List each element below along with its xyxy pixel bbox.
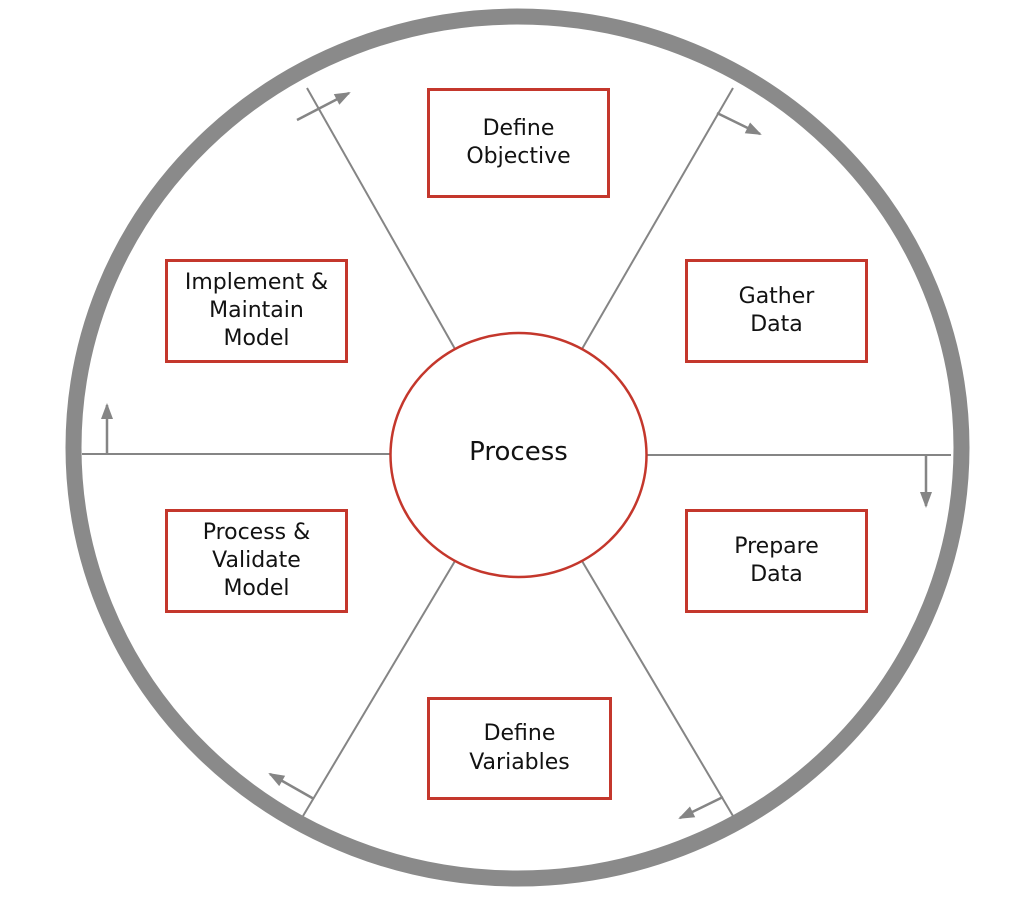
step-define-variables: Define Variables [427,697,612,800]
step-implement-maintain-model: Implement & Maintain Model [165,259,348,363]
spoke-bottom-left [302,560,456,817]
step-define-objective: Define Objective [427,88,610,198]
clockwise-arrow-bottom-right-icon [678,795,724,820]
center-circle [389,331,648,579]
outer-ring [65,8,970,887]
step-gather-data: Gather Data [685,259,868,363]
spoke-top-left [306,87,456,350]
step-prepare-data: Prepare Data [685,509,868,613]
clockwise-arrow-top-left-icon [296,91,351,122]
spoke-top-right [581,87,734,350]
step-process-validate-model: Process & Validate Model [165,509,348,613]
center-label: Process [469,437,568,467]
clockwise-arrow-top-right-icon [716,111,762,136]
spoke-bottom-right [581,560,734,817]
clockwise-arrow-bottom-left-icon [268,772,315,801]
